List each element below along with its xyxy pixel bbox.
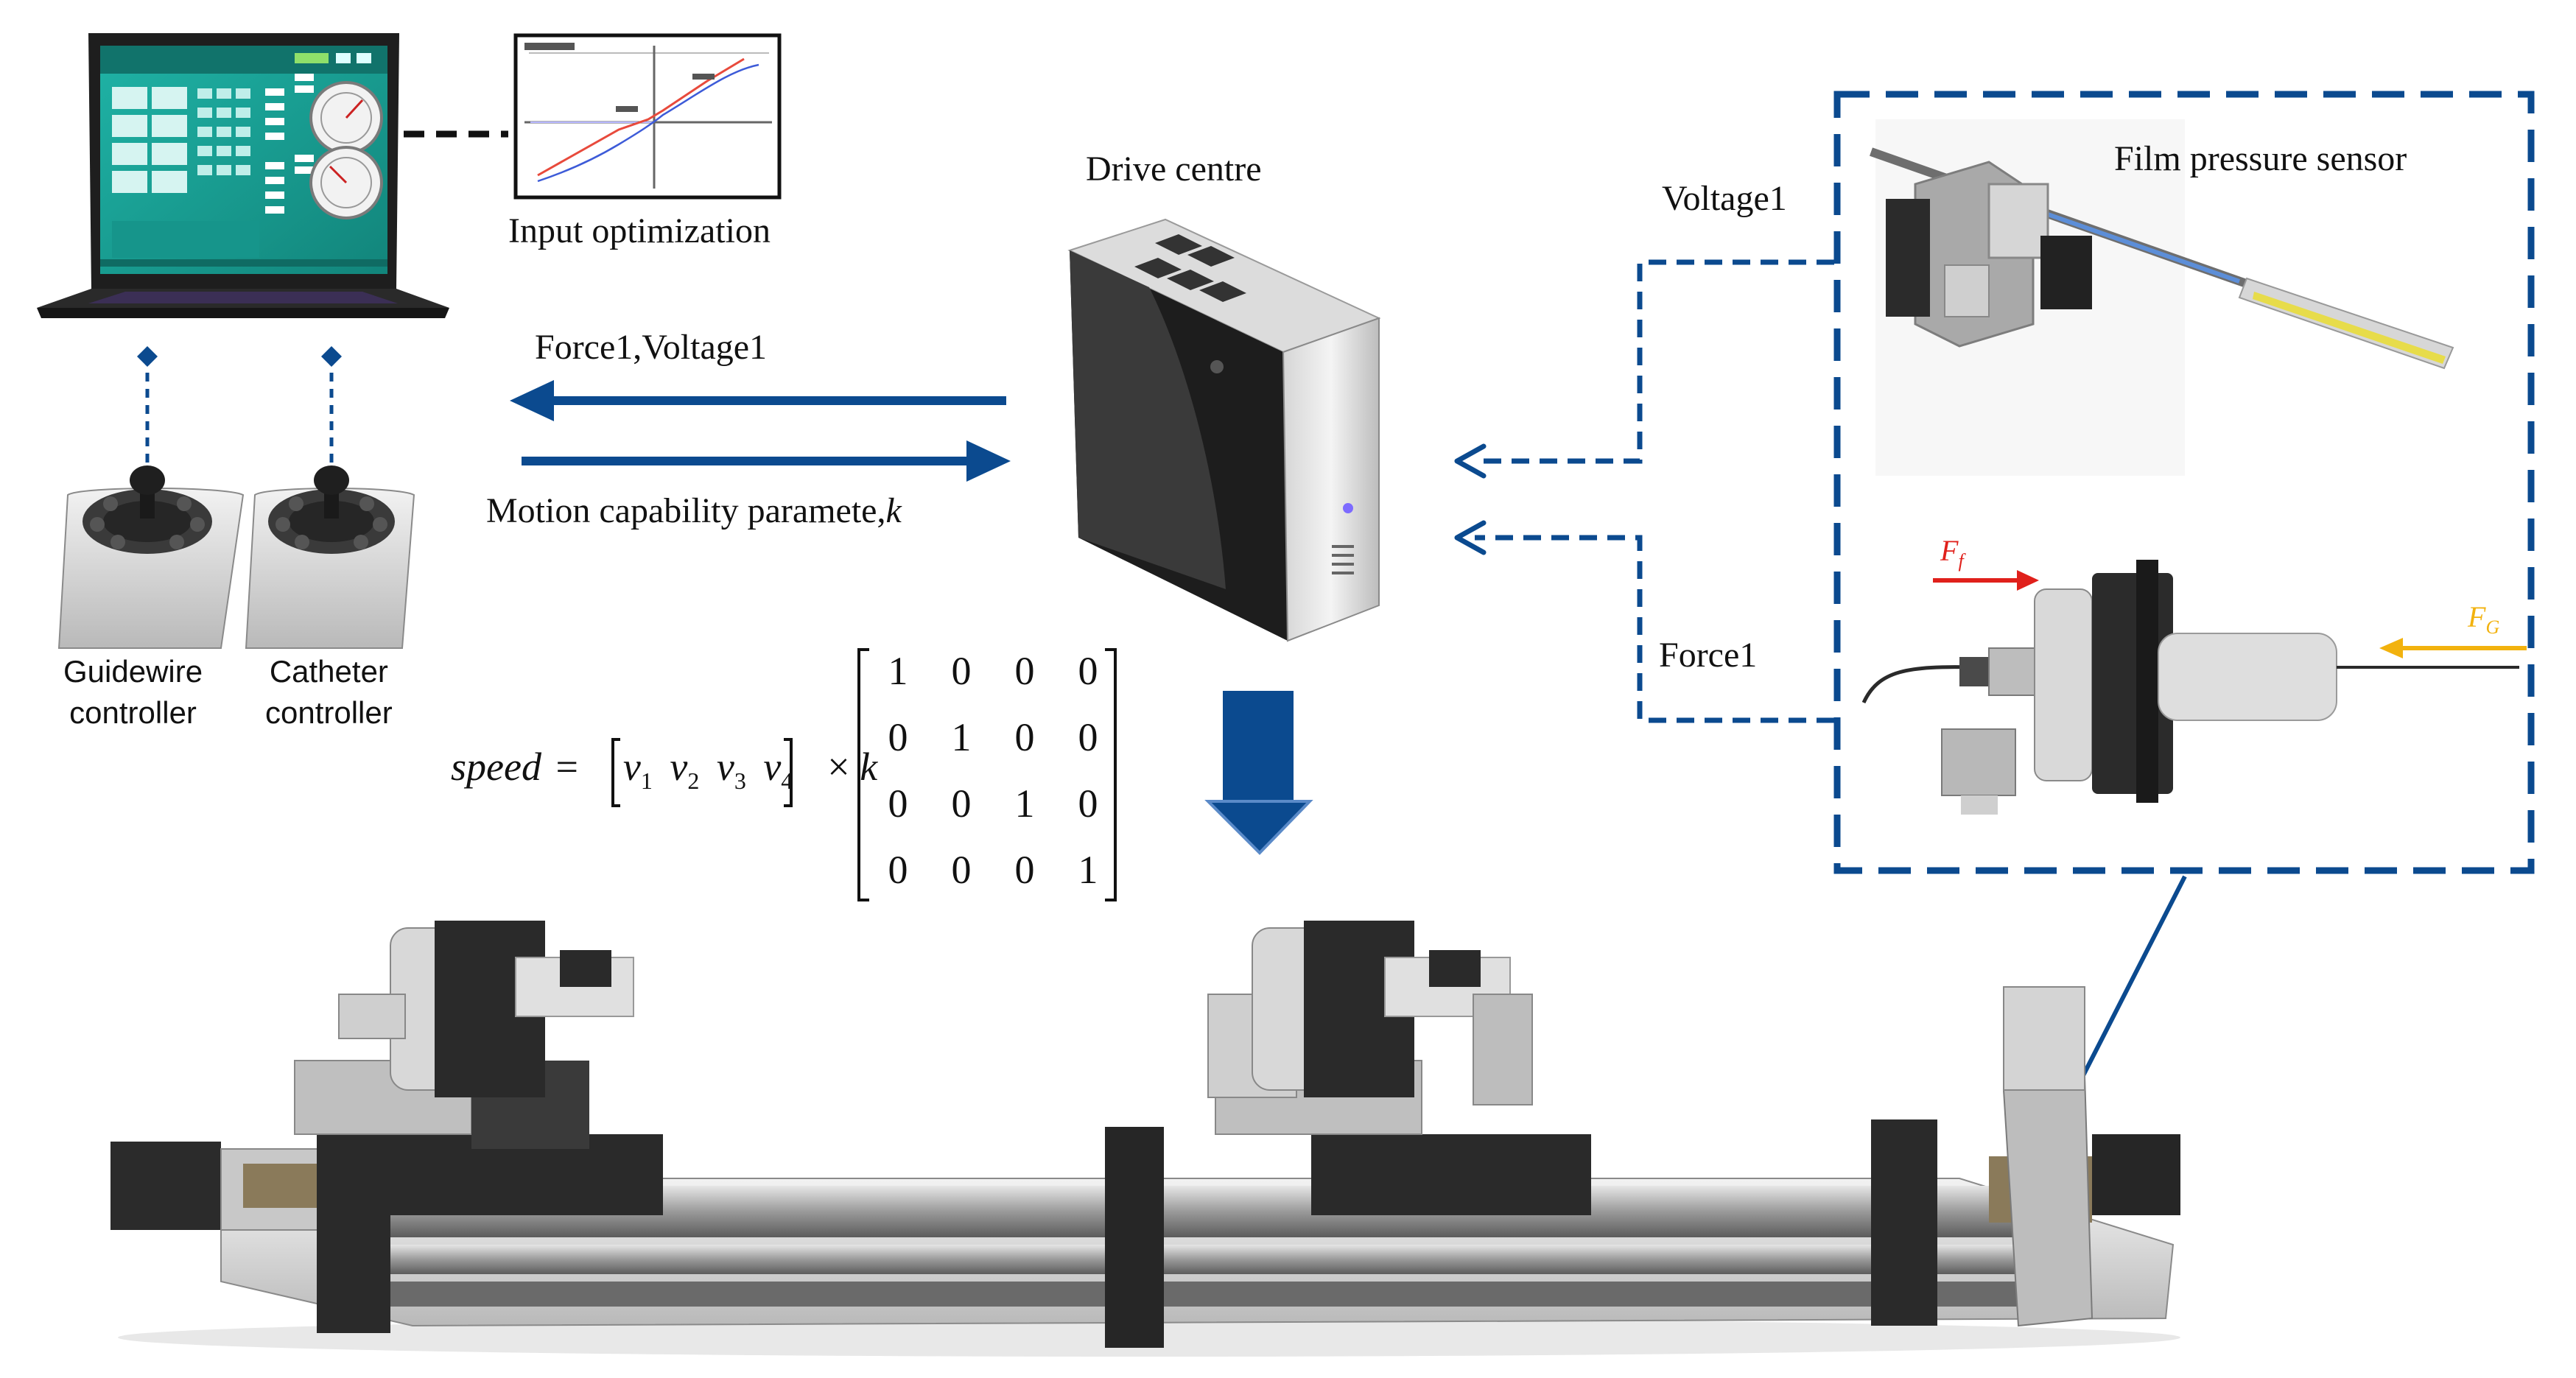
motion-capability-label: Motion capability paramete,k [486,491,902,531]
voltage1-label: Voltage1 [1662,179,1787,218]
fg-subscript: G [2485,616,2500,638]
equation-lhs: speed [451,745,541,789]
equation-v1: v1 [622,745,653,794]
equation-k: k [860,745,878,789]
ff-letter: F [1940,534,1959,567]
guidewire-controller-label: Guidewire controller [63,651,203,734]
dashed-voltage-feedback [1475,259,1834,464]
drive-centre-label: Drive centre [1086,150,1262,189]
catheter-label-line1: Catheter [269,654,388,689]
motion-capability-text: Motion capability paramete, [486,491,886,530]
catheter-joystick [245,465,415,649]
guidewire-label-line1: Guidewire [63,654,203,689]
force-measurement-view [1861,560,2519,815]
equation-v3: v3 [716,745,746,794]
equation-v2: v2 [670,745,700,794]
dashed-force-feedback [1475,535,1834,723]
ff-arrow [1933,570,2039,591]
controller-connectors [137,346,342,471]
ff-label: Ff [1940,533,1964,572]
film-pressure-sensor-label: Film pressure sensor [2114,139,2407,178]
force1-label: Force1 [1659,636,1758,675]
guidewire-label-line2: controller [69,695,197,730]
force-voltage-label: Force1,Voltage1 [535,328,768,367]
input-optimization-label: Input optimization [508,211,771,250]
motion-capability-k: k [885,491,902,530]
ff-subscript: f [1958,550,1964,572]
guidewire-joystick [57,465,245,649]
arrow-down-to-robot [1204,691,1313,855]
film-pressure-sensor-view [1870,119,2454,476]
fg-arrow [2379,638,2527,658]
catheter-controller-label: Catheter controller [265,651,393,734]
input-optimization-graph [513,33,782,200]
fg-letter: F [2468,600,2486,633]
drive-centre-case [1067,218,1381,642]
arrow-motion-capability-right [522,440,1011,482]
catheter-label-line2: controller [265,695,393,730]
sensor-detail-box [1833,91,2535,874]
interventional-robot [110,921,2180,1357]
equation-v4: v4 [763,745,793,794]
equation-times: × [827,745,850,789]
equation-equals: = [555,745,578,789]
laptop [37,33,449,318]
speed-equation: speed = v1 v2 v3 v4 × k [451,744,877,795]
fg-label: FG [2468,600,2499,639]
equation-brackets [611,648,1117,901]
arrow-force-voltage-left [510,380,1006,421]
